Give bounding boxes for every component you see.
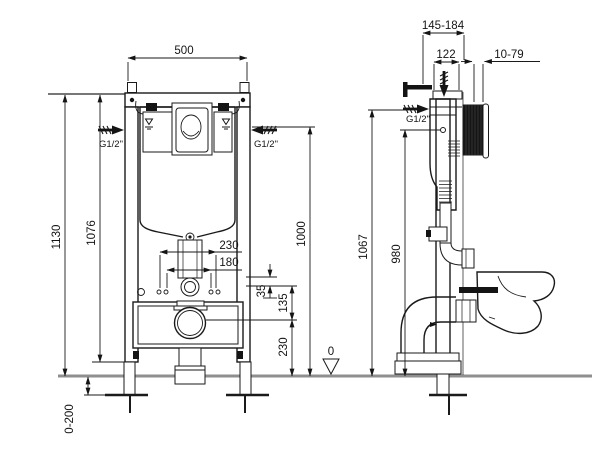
dim-label: 0-200 (64, 404, 76, 433)
datum-symbol: 0 (322, 346, 340, 376)
water-inlet-left: G1/2" (97, 124, 125, 150)
drain-stub (455, 299, 477, 323)
dim-label: 500 (174, 45, 193, 57)
drain-pipe (178, 347, 202, 367)
front-feet (105, 361, 269, 413)
dim-outlet-230: 230 (206, 319, 297, 377)
bracket-left (146, 103, 157, 111)
drain-outlet (173, 306, 207, 340)
dim-label: 35 (256, 285, 268, 298)
dim-label: 135 (278, 293, 290, 312)
dim-label: 1076 (86, 220, 98, 246)
top-bolt-right (239, 82, 250, 93)
dim-depth-145-184: 145-184 (422, 20, 465, 84)
inlet-left-label: G1/2" (99, 139, 123, 150)
datum-triangle-icon (322, 358, 340, 376)
dim-label: 180 (219, 257, 238, 269)
dim-label: 230 (278, 337, 290, 356)
rail-clip-left (133, 351, 139, 359)
dim-offset-135: 135 (278, 285, 295, 321)
dim-wall-10-79: 10-79 (461, 49, 540, 102)
dim-inlet-1067: 1067 (358, 109, 407, 377)
dim-flush-1000: 1000 (252, 126, 315, 377)
dim-label: 1067 (358, 234, 370, 260)
cistern (135, 100, 240, 242)
tank-right (213, 111, 233, 153)
inlet-right-label: G1/2" (254, 139, 278, 150)
dim-point-980: 980 (391, 129, 440, 377)
mounting-rod (459, 287, 498, 293)
side-view: G1/2" 145-184 122 10-79 1067 (358, 20, 556, 415)
dim-label: 230 (219, 240, 238, 252)
drain-adapter (174, 365, 206, 385)
dim-height-1130: 1130 (51, 94, 68, 377)
ref-point-980 (440, 127, 446, 133)
flush-pipe (177, 239, 203, 297)
flush-button (180, 114, 202, 140)
dim-height-1076: 1076 (86, 94, 124, 363)
dim-width-500: 500 (127, 45, 248, 81)
dim-depth-122: 122 (433, 49, 460, 90)
side-flush-pipe (426, 180, 475, 269)
inlet-arrow-icon (97, 124, 125, 136)
dim-label: 145-184 (422, 20, 465, 32)
bracket-right (218, 103, 229, 111)
dim-label: 1130 (51, 225, 63, 250)
front-frame (105, 82, 269, 413)
wall-bracket (403, 82, 432, 97)
front-view: G1/2" G1/2" (51, 45, 340, 434)
drain-bend (394, 296, 477, 375)
rail-clip-right (237, 351, 243, 359)
flush-plate-side (462, 103, 489, 159)
inlet-arrow-icon (402, 103, 430, 115)
tank-left (142, 111, 173, 153)
top-bolt-left (127, 82, 137, 93)
dim-offset-35: 35 (246, 264, 297, 299)
actuator-plate (482, 103, 489, 159)
wc-bowl (476, 271, 556, 335)
dim-label: 10-79 (494, 49, 523, 61)
water-inlet-right: G1/2" (250, 124, 278, 150)
fixing-bolts (137, 288, 221, 296)
side-inlet-label: G1/2" (406, 114, 430, 125)
lower-frame-box (132, 300, 244, 385)
dim-label: 980 (391, 244, 403, 263)
dim-bolts-180: 180 (166, 257, 242, 288)
datum-label: 0 (328, 346, 334, 358)
pipe-clamp (428, 226, 448, 242)
dim-feet-0-200: 0-200 (64, 376, 110, 434)
dim-label: 1000 (296, 221, 308, 247)
flush-stub (461, 248, 475, 269)
dim-label: 122 (436, 49, 455, 61)
side-inlet-horizontal: G1/2" (402, 103, 430, 125)
dim-bolts-230: 230 (159, 240, 242, 288)
